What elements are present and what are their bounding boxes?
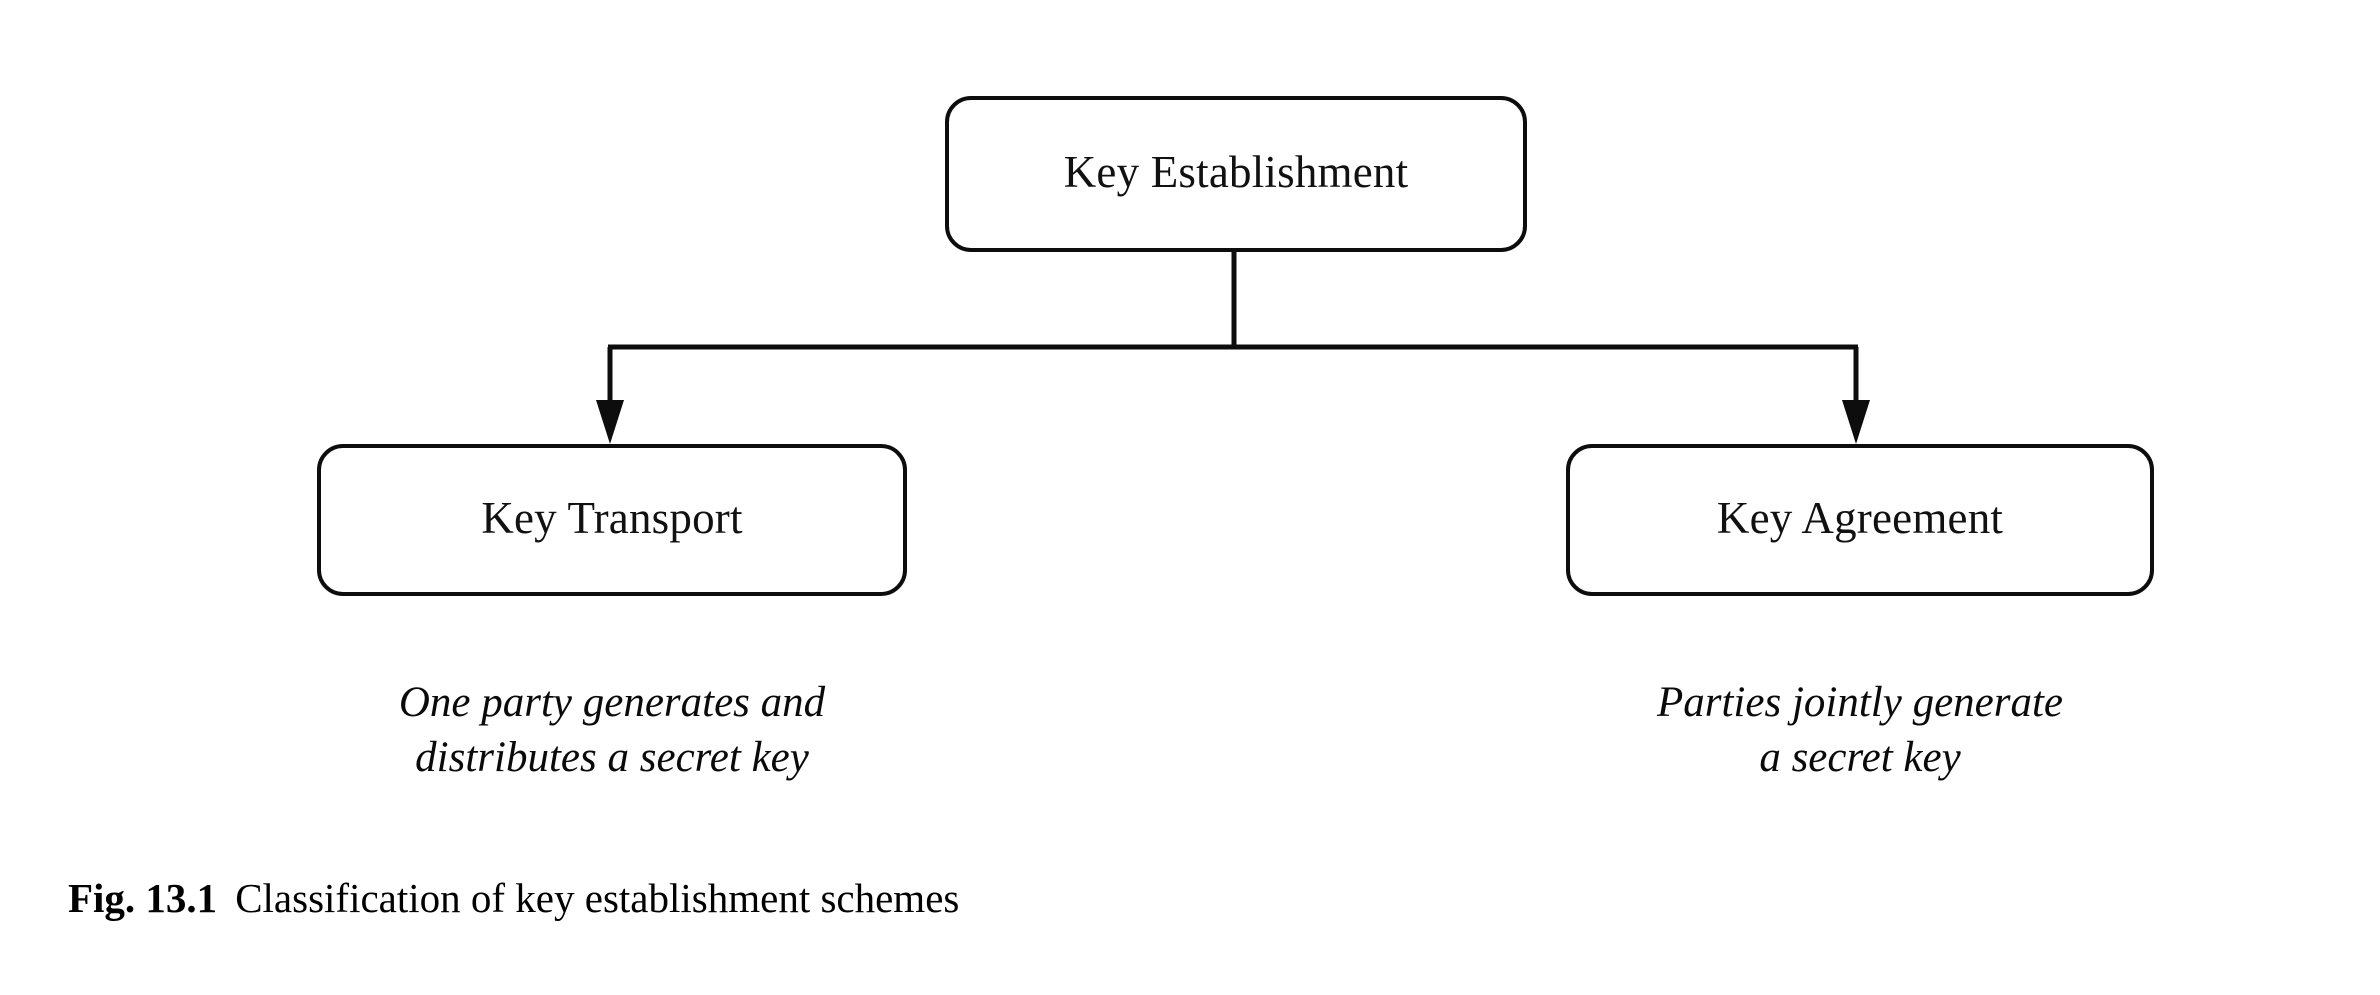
figure-number: Fig. 13.1 xyxy=(68,875,218,921)
annotation-key-agreement-line-1: Parties jointly generate xyxy=(1656,679,2064,726)
annotation-key-transport-line-2: distributes a secret key xyxy=(415,733,809,781)
node-key-establishment[interactable]: Key Establishment xyxy=(945,96,1527,252)
figure-caption: Fig. 13.1 Classification of key establish… xyxy=(68,875,960,921)
node-label-key-establishment: Key Establishment xyxy=(1063,146,1409,197)
node-key-transport[interactable]: Key Transport xyxy=(317,444,907,596)
annotation-key-agreement: Parties jointly generate a secret key xyxy=(1566,676,2154,785)
node-key-agreement[interactable]: Key Agreement xyxy=(1566,444,2154,596)
node-label-key-transport: Key Transport xyxy=(481,492,743,543)
node-label-key-agreement: Key Agreement xyxy=(1716,492,2004,543)
annotation-key-transport: One party generates and distributes a se… xyxy=(317,676,907,785)
annotation-key-transport-line-1: One party generates and xyxy=(398,679,826,726)
annotation-key-agreement-line-2: a secret key xyxy=(1759,733,1961,781)
figure-caption-text: Classification of key establishment sche… xyxy=(235,875,960,921)
